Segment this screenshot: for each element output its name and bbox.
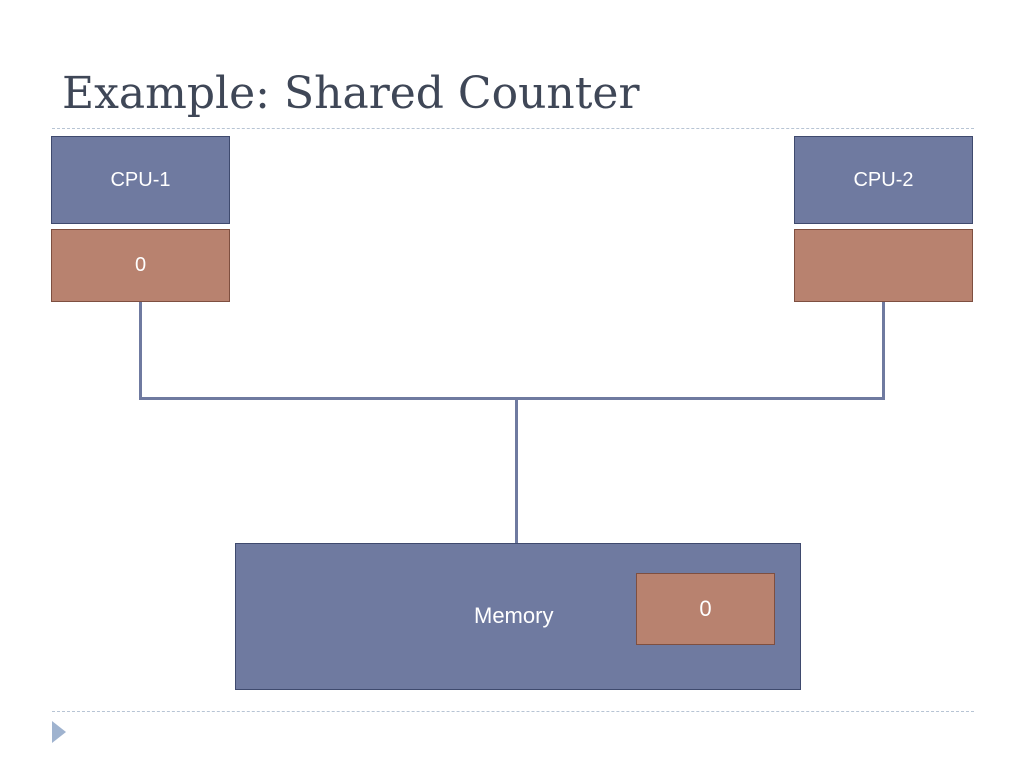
cpu2-cache	[794, 229, 973, 302]
cpu1-connector	[139, 302, 142, 400]
cpu1-label: CPU-1	[110, 168, 171, 191]
memory-label: Memory	[474, 603, 554, 628]
cpu2-label: CPU-2	[853, 168, 914, 191]
title-divider	[52, 128, 974, 129]
cpu1-cache: 0	[51, 229, 230, 302]
footer-divider	[52, 711, 974, 712]
memory-connector	[515, 397, 518, 544]
cpu2-box: CPU-2	[794, 136, 973, 224]
cpu1-cache-value: 0	[134, 254, 147, 276]
memory-counter-cell: 0	[636, 573, 775, 645]
cpu1-box: CPU-1	[51, 136, 230, 224]
memory-counter-value: 0	[699, 596, 712, 621]
shared-bus	[139, 397, 885, 400]
triangle-bullet-icon	[52, 721, 66, 743]
cpu2-connector	[882, 302, 885, 400]
slide-title: Example: Shared Counter	[62, 68, 640, 119]
